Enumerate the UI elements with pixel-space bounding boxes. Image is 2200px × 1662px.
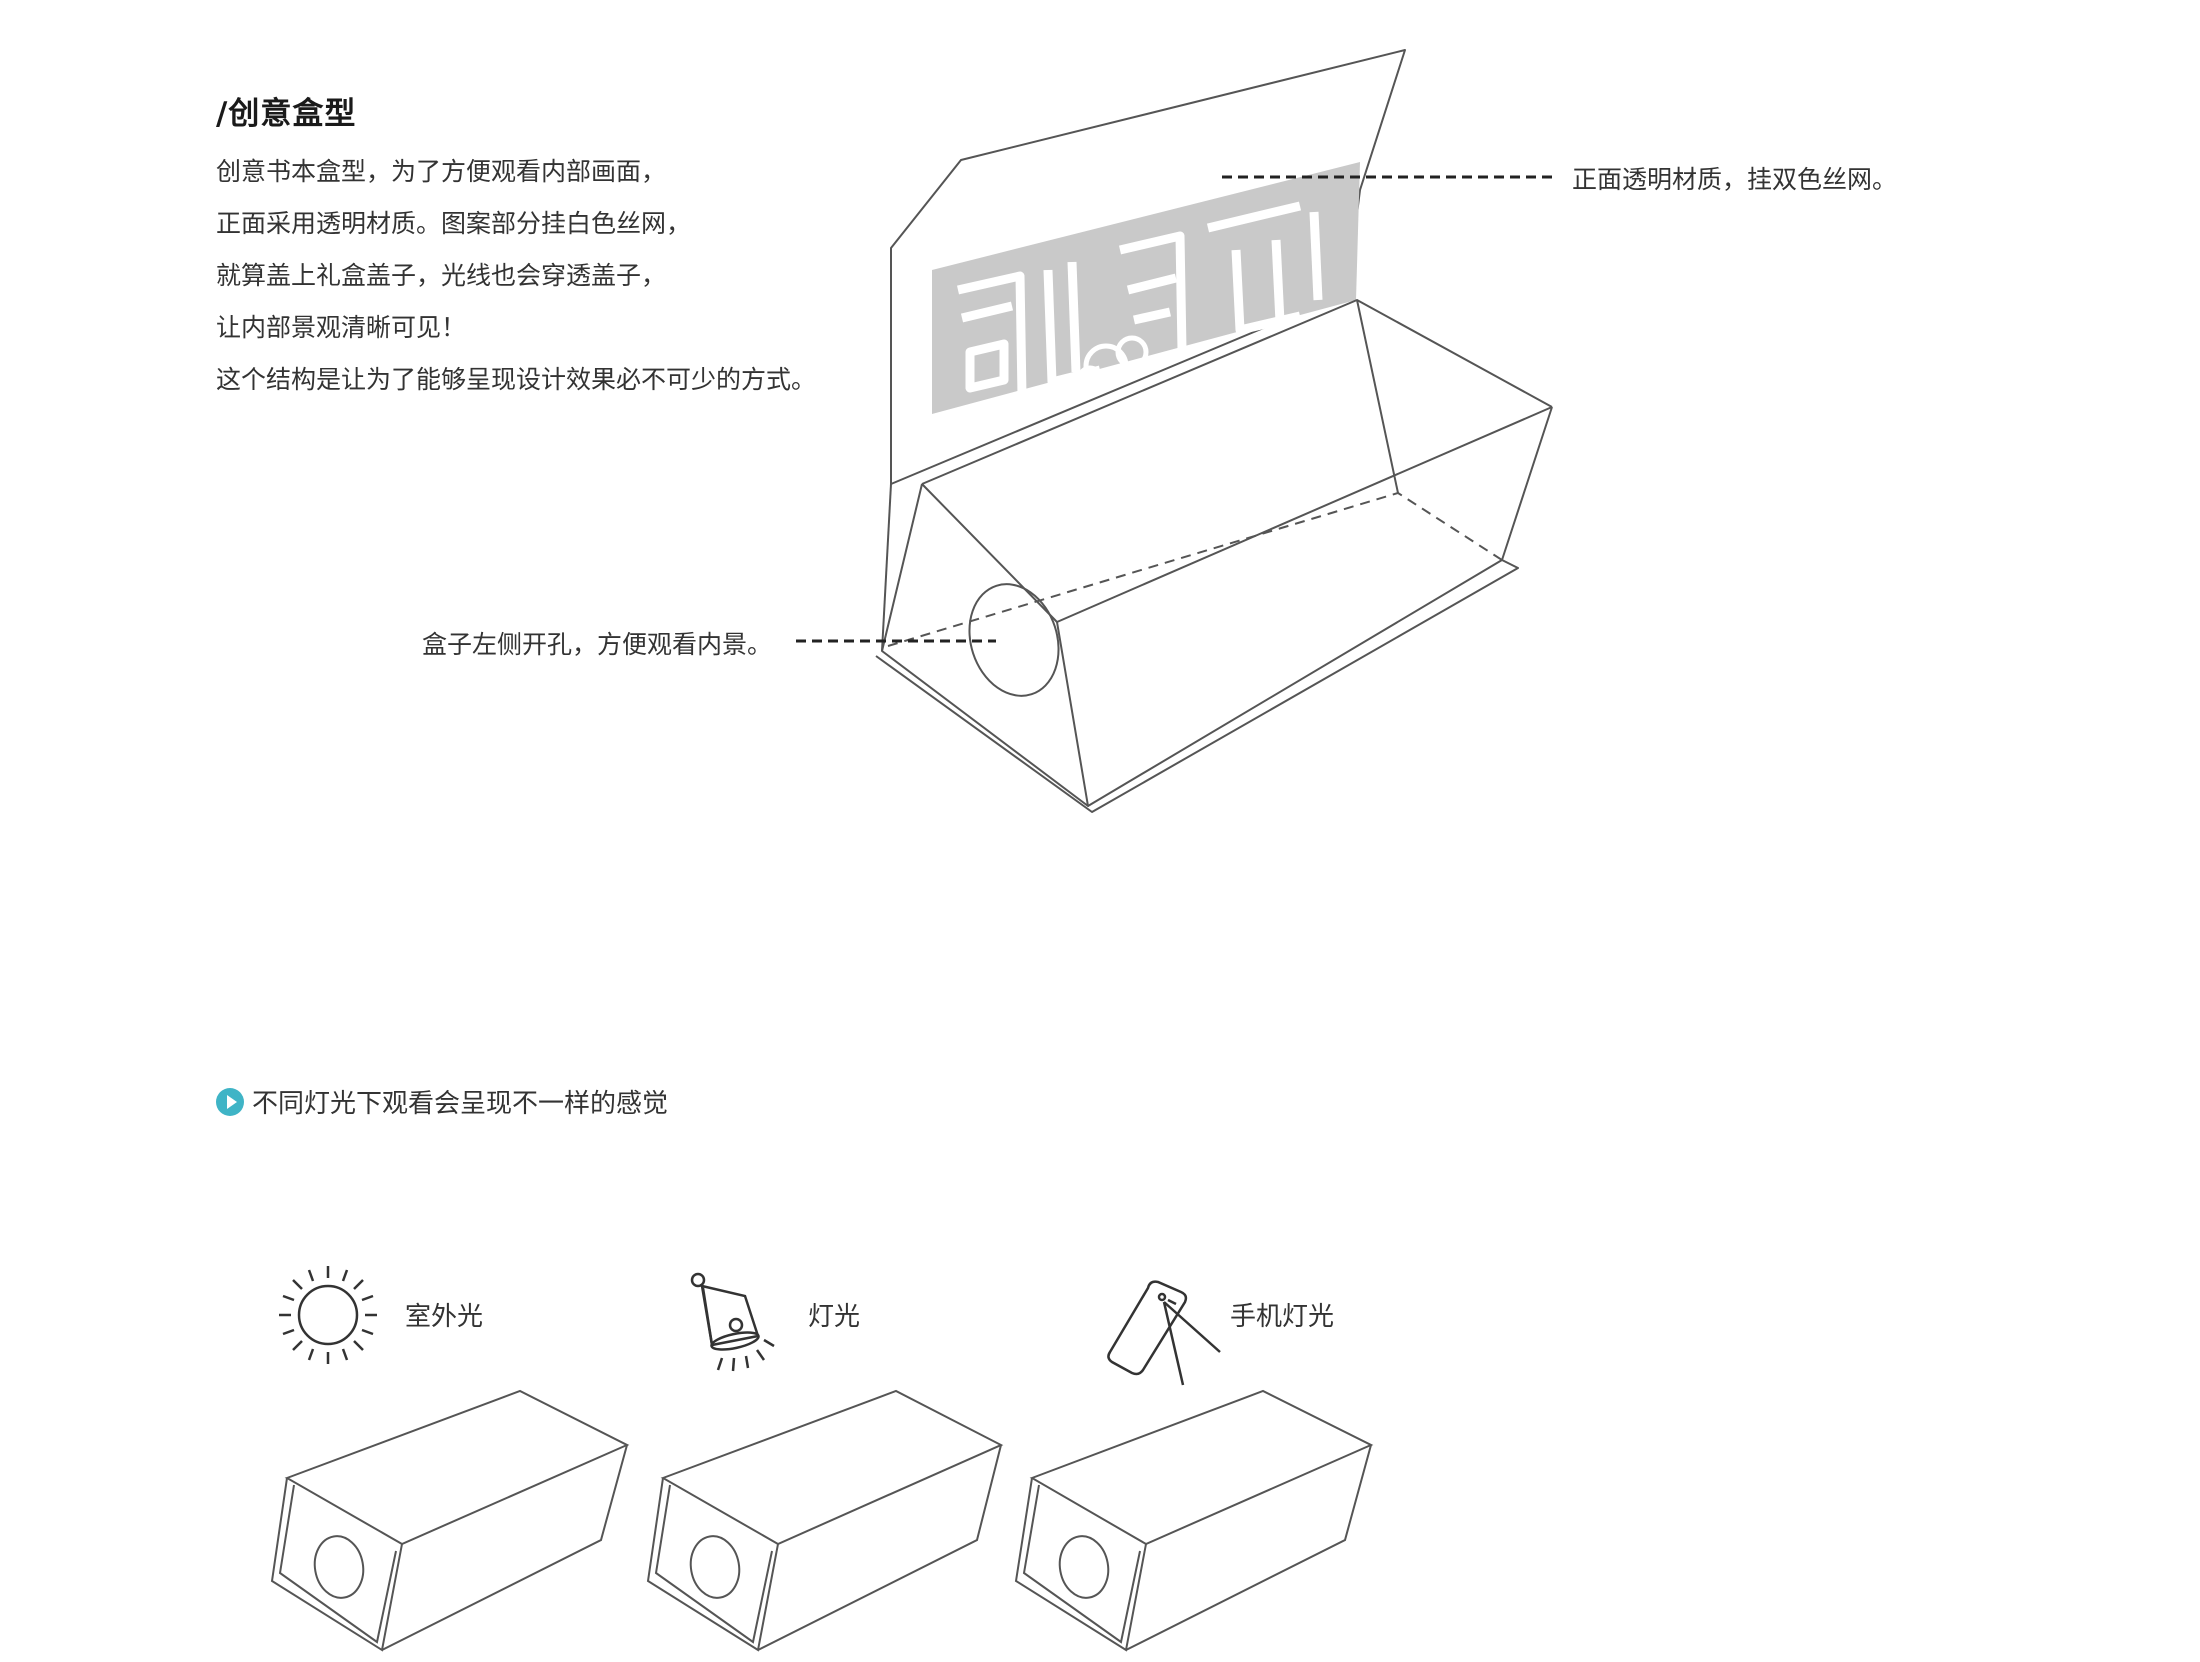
- description-line: 这个结构是让为了能够呈现设计效果必不可少的方式。: [216, 365, 817, 394]
- light-label-phone: 手机灯光: [1230, 1302, 1335, 1332]
- description-line: 创意书本盒型，为了方便观看内部画面，: [216, 157, 667, 186]
- box-left-face: [881, 483, 1089, 807]
- light-label-outdoor: 室外光: [405, 1302, 484, 1332]
- box-base-rim: [875, 559, 1519, 813]
- box-right-face: [1087, 406, 1553, 807]
- sun-icon: [279, 1266, 377, 1364]
- small-box-3: [1014, 1389, 1374, 1652]
- viewing-hole: [968, 583, 1060, 697]
- lid-hinge-line: [881, 483, 892, 652]
- box-top-front: [921, 406, 1553, 623]
- box-back-edge: [1356, 299, 1399, 494]
- callout-side-text: 盒子左侧开孔，方便观看内景。: [422, 630, 773, 659]
- small-box-2: [646, 1389, 1004, 1652]
- box-inner-dashed: [887, 492, 1503, 647]
- description-line: 正面采用透明材质。图案部分挂白色丝网，: [216, 209, 692, 238]
- lamp-icon: [690, 1272, 775, 1372]
- description-line: 让内部景观清晰可见！: [216, 313, 467, 342]
- description: 创意书本盒型，为了方便观看内部画面， 正面采用透明材质。图案部分挂白色丝网， 就…: [216, 146, 916, 406]
- lighting-heading: 不同灯光下观看会呈现不一样的感觉: [216, 1083, 668, 1120]
- lighting-heading-text: 不同灯光下观看会呈现不一样的感觉: [252, 1089, 669, 1119]
- lid-pattern-cloud: [1077, 335, 1149, 391]
- phone-light-icon: [1107, 1280, 1221, 1386]
- small-box-1: [270, 1389, 630, 1652]
- section-title: /创意盒型: [216, 96, 357, 132]
- lid-pattern-cutouts: [957, 201, 1323, 397]
- light-label-lamp: 灯光: [808, 1302, 861, 1332]
- description-line: 就算盖上礼盒盖子，光线也会穿透盖子，: [216, 261, 667, 290]
- callout-front-text: 正面透明材质，挂双色丝网。: [1572, 165, 1898, 194]
- play-circle-icon: [216, 1087, 244, 1116]
